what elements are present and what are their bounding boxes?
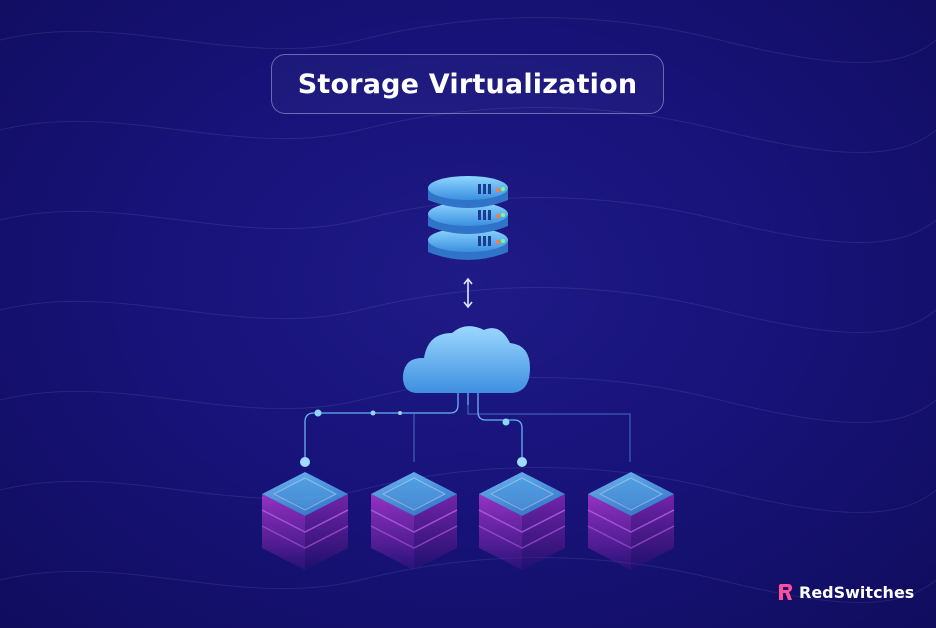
server-unit: [428, 202, 508, 234]
brand-logo: RedSwitches: [776, 582, 914, 602]
server-unit: [428, 176, 508, 208]
diagram-title: Storage Virtualization: [297, 68, 638, 100]
storage-block-icon: [370, 472, 458, 570]
server-unit: [428, 228, 508, 260]
storage-block-icon: [478, 472, 566, 570]
connector-nodes: [300, 409, 527, 467]
title-badge: Storage Virtualization: [271, 54, 664, 114]
storage-block-icon: [587, 472, 675, 570]
cloud-icon: [402, 326, 530, 393]
server-stack-icon: [428, 176, 508, 260]
redswitches-logo-icon: [779, 584, 792, 600]
bidirectional-arrow-icon: [463, 277, 473, 309]
storage-block-icon: [261, 472, 349, 570]
brand-name: RedSwitches: [799, 582, 915, 602]
connector-lines: [304, 393, 631, 462]
